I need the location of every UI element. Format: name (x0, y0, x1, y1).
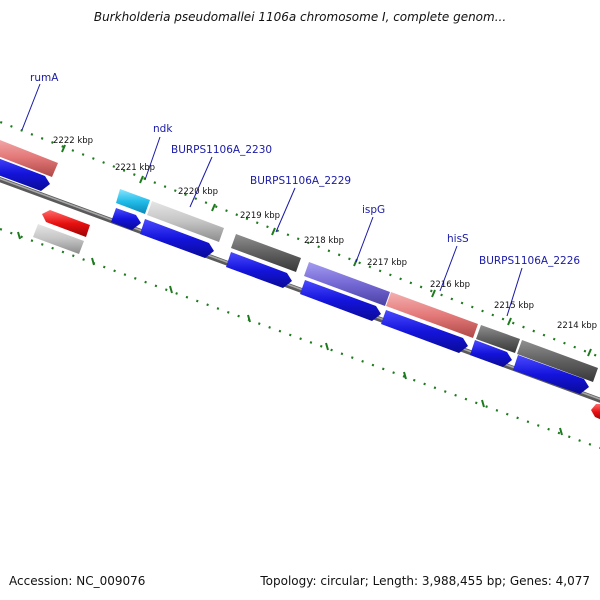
cds-arrow[interactable] (111, 208, 141, 230)
cds-arrow[interactable] (226, 252, 292, 288)
cds-track (0, 155, 589, 394)
gene-ispG[interactable] (304, 262, 390, 306)
gene-label-ispG[interactable]: ispG (362, 204, 385, 216)
rrna-arrow[interactable] (42, 210, 90, 237)
scale-tick-label: 2214 kbp (557, 321, 597, 331)
gene-label-rumA[interactable]: rumA (30, 72, 59, 84)
accession-text: Accession: NC_009076 (9, 574, 146, 588)
cds-arrow[interactable] (470, 340, 512, 367)
label-leaders (21, 83, 523, 317)
map-title: Burkholderia pseudomallei 1106a chromoso… (93, 10, 507, 24)
scale-tick-label: 2222 kbp (53, 136, 93, 146)
scale-tick-label: 2220 kbp (178, 187, 218, 197)
cds-arrow[interactable] (513, 355, 589, 394)
reverse-feature-track (33, 210, 600, 420)
scale-tick-label: 2218 kbp (304, 236, 344, 246)
scale-tick-label: 2221 kbp (115, 163, 155, 173)
gene-label-ndk[interactable]: ndk (153, 123, 173, 135)
scale-tick-label: 2217 kbp (367, 258, 407, 268)
gene-BURPS1106A_2225[interactable] (517, 340, 598, 382)
cds-arrow[interactable] (381, 310, 468, 353)
gene-track (0, 136, 598, 382)
gene-label-hisS[interactable]: hisS (447, 233, 469, 245)
major-ticks (17, 144, 592, 436)
gene-label-BURPS1106A_2229[interactable]: BURPS1106A_2229 (250, 175, 351, 187)
gene-label-BURPS1106A_2226[interactable]: BURPS1106A_2226 (479, 255, 580, 267)
gene-ndk[interactable] (116, 189, 150, 214)
gene-reverse-gray[interactable] (33, 224, 84, 254)
gene-BURPS1106A_2229[interactable] (231, 234, 301, 272)
inner-tick-track (0, 227, 600, 450)
gene-BURPS1106A_2226[interactable] (476, 325, 520, 353)
scale-tick-label: 2215 kbp (494, 301, 534, 311)
scale-tick-label: 2219 kbp (240, 211, 280, 221)
gene-rumA[interactable] (0, 136, 58, 177)
cds-arrow[interactable] (0, 155, 50, 191)
gene-BURPS1106A_2230[interactable] (147, 201, 224, 242)
cds-arrow[interactable] (300, 280, 381, 321)
gene-hisS[interactable] (386, 292, 478, 338)
gene-label-BURPS1106A_2230[interactable]: BURPS1106A_2230 (171, 144, 272, 156)
outer-tick-track (0, 120, 600, 359)
genome-summary-text: Topology: circular; Length: 3,988,455 bp… (260, 574, 590, 588)
rrna-arrow-edge[interactable] (591, 404, 600, 420)
scale-tick-label: 2216 kbp (430, 280, 470, 290)
cds-arrow[interactable] (140, 219, 214, 258)
